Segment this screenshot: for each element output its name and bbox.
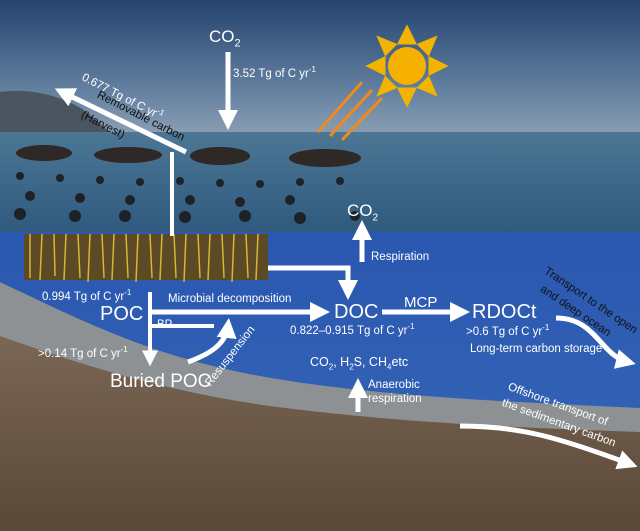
co2-respiration-label: CO2	[347, 201, 379, 224]
seabed	[0, 336, 640, 531]
long-term-storage-label: Long-term carbon storage	[470, 343, 603, 355]
sun-icon	[365, 24, 449, 108]
respiration-label: Respiration	[371, 251, 430, 263]
rdoct-flux: >0.6 Tg of C yr-1	[466, 323, 550, 338]
anaerobic-label-line1: Anaerobic	[368, 379, 420, 391]
buried-poc-label: Buried POC	[110, 371, 212, 392]
arrow-harvest	[54, 88, 188, 155]
arrow-resuspension	[187, 318, 237, 365]
sunlight-rays	[316, 81, 384, 142]
sea-surface	[0, 132, 640, 232]
flux-arrows	[54, 52, 638, 470]
poc-label: POC	[100, 303, 144, 325]
buoys	[14, 172, 360, 224]
seaweed-rafts	[16, 145, 361, 167]
arrow-transport-open-ocean	[555, 315, 636, 369]
burial-flux: >0.14 Tg of C yr-1	[38, 345, 128, 360]
mcp-label: MCP	[404, 294, 438, 311]
sky	[0, 0, 640, 140]
arrow-offshore-transport	[459, 423, 638, 470]
co2-uptake-flux: 3.52 Tg of C yr-1	[233, 65, 316, 80]
doc-flux: 0.822–0.915 Tg of C yr-1	[290, 322, 415, 337]
hills	[0, 90, 110, 132]
seaweed-curtain	[24, 233, 268, 283]
poc-flux: 0.994 Tg of C yr-1	[42, 288, 132, 303]
anaerobic-label-line2: respiration	[368, 393, 422, 405]
anaerobic-gases: CO2, H2S, CH4etc	[310, 355, 409, 372]
doc-label: DOC	[334, 301, 379, 323]
co2-atmosphere-label: CO2	[209, 27, 241, 50]
bp-label: BP	[157, 319, 173, 331]
arrow-seaweed-to-doc	[268, 265, 358, 300]
rdoct-label: RDOCt	[472, 301, 537, 323]
microbial-decomposition-label: Microbial decomposition	[168, 293, 292, 305]
